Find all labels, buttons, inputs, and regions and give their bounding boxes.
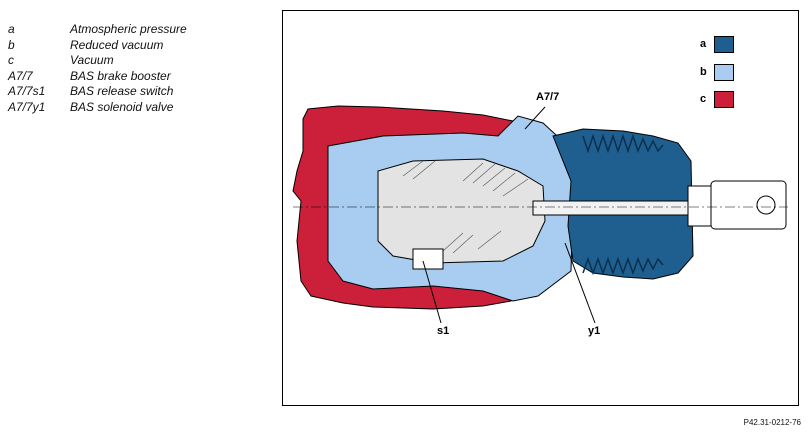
swatch-label-a: a — [700, 38, 707, 50]
legend-code: c — [8, 53, 14, 67]
legend-desc: Atmospheric pressure — [70, 22, 187, 36]
legend-desc: Vacuum — [70, 53, 114, 67]
release-switch — [412, 248, 444, 270]
swatch-atmospheric — [714, 36, 734, 53]
legend-code: A7/7y1 — [8, 99, 46, 114]
legend-desc: BAS brake booster — [70, 68, 171, 83]
callout-y1: y1 — [588, 325, 601, 337]
legend-row-a: a Atmospheric pressure — [8, 22, 187, 38]
legend-code: A7/7s1 — [8, 84, 46, 98]
swatch-reduced-vacuum — [714, 64, 734, 81]
push-rod — [687, 185, 714, 227]
leader-a77 — [524, 106, 546, 130]
swatch-label-c: c — [700, 93, 707, 105]
clevis — [710, 180, 787, 230]
legend: a Atmospheric pressure b Reduced vacuum … — [8, 22, 187, 115]
callout-s1: s1 — [437, 325, 450, 337]
leader-y1 — [564, 242, 596, 324]
callout-a77: A7/7 — [536, 91, 560, 103]
clevis-pin-hole — [756, 195, 776, 215]
legend-code: a — [8, 22, 15, 36]
leader-s1 — [422, 260, 442, 324]
legend-row-b: b Reduced vacuum — [8, 38, 187, 54]
valve-body — [377, 158, 546, 264]
legend-desc: BAS release switch — [70, 84, 174, 98]
legend-row-c: c Vacuum — [8, 53, 187, 69]
figure-id: P42.31-0212-76 — [743, 418, 801, 427]
legend-row-a77s1: A7/7s1 BAS release switch — [8, 84, 187, 100]
legend-code: A7/7 — [8, 68, 33, 83]
legend-row-a77: A7/7 BAS brake booster — [8, 69, 187, 85]
booster-cross-section — [292, 105, 788, 324]
boot-bellows — [582, 133, 664, 276]
swatch-vacuum — [714, 91, 734, 108]
swatch-label-b: b — [700, 66, 707, 78]
legend-desc: Reduced vacuum — [70, 37, 164, 52]
legend-desc: BAS solenoid valve — [70, 99, 174, 114]
legend-row-a77y1: A7/7y1 BAS solenoid valve — [8, 100, 187, 116]
hatching — [402, 160, 529, 254]
legend-code: b — [8, 37, 15, 52]
piston-rod — [532, 200, 704, 216]
brake-booster-figure: a b c A7/7 s1 y1 — [282, 10, 799, 406]
